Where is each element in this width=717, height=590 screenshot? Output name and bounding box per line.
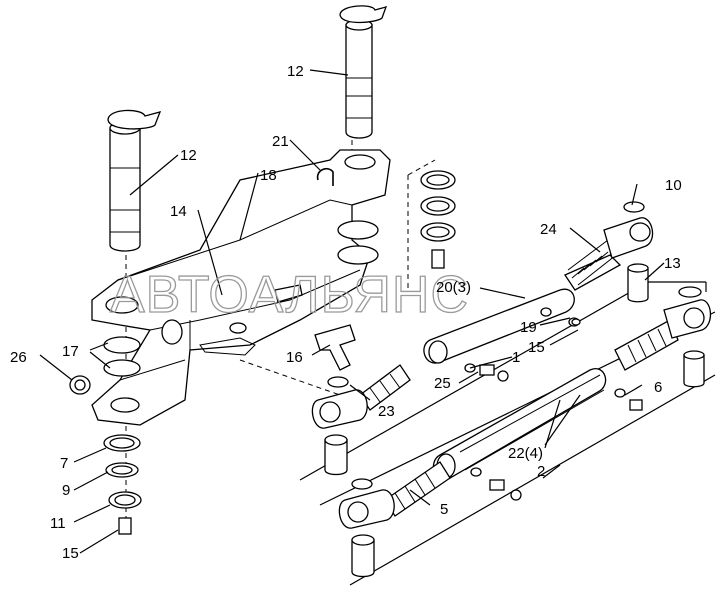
callout-23: 23: [378, 403, 395, 420]
callout-11: 11: [50, 515, 66, 532]
callout-12-left: 12: [180, 147, 197, 164]
callout-13: 13: [664, 255, 681, 272]
ring-stack: [420, 170, 456, 269]
callout-7: 7: [60, 455, 68, 472]
callout-6: 6: [654, 379, 662, 396]
pin-left: [107, 109, 162, 252]
upper-turnbuckle: [423, 201, 654, 364]
callout-1: 1: [512, 349, 520, 366]
clamp-16: [274, 284, 356, 371]
bracket-rings: [103, 168, 379, 377]
callout-16: 16: [286, 349, 303, 366]
callout-14: 14: [170, 203, 187, 220]
callout-25: 25: [434, 375, 451, 392]
callout-18: 18: [260, 167, 277, 184]
watermark-text: АВТОАЛЬЯНС: [110, 266, 469, 324]
callout-5: 5: [440, 501, 448, 518]
clevis-23: [311, 364, 411, 476]
callout-10: 10: [665, 177, 682, 194]
callout-26: 26: [10, 349, 27, 366]
main-bracket: [91, 149, 391, 426]
callout-2: 2: [537, 463, 545, 480]
pin-right: [339, 5, 388, 139]
callout-24: 24: [540, 221, 557, 238]
callout-20: 20(3): [436, 279, 471, 296]
callout-15-right: 15: [528, 339, 545, 356]
grease-fittings: [464, 318, 643, 501]
callout-22: 22(4): [508, 445, 543, 462]
callout-12-right: 12: [287, 63, 304, 80]
callout-19: 19: [520, 319, 537, 336]
callout-labels: 12 12 21 18 14 26 17 7 9 11 15 16 20(3) …: [10, 63, 682, 562]
lower-turnbuckle: [432, 286, 712, 481]
clevis-5: [338, 461, 451, 578]
lower-thread: [614, 319, 679, 371]
callout-17: 17: [62, 343, 79, 360]
leader-lines: [39, 69, 665, 554]
callout-15-left: 15: [62, 545, 79, 562]
callout-9: 9: [62, 482, 70, 499]
washer-stack: [69, 375, 142, 535]
callout-21: 21: [272, 133, 289, 150]
